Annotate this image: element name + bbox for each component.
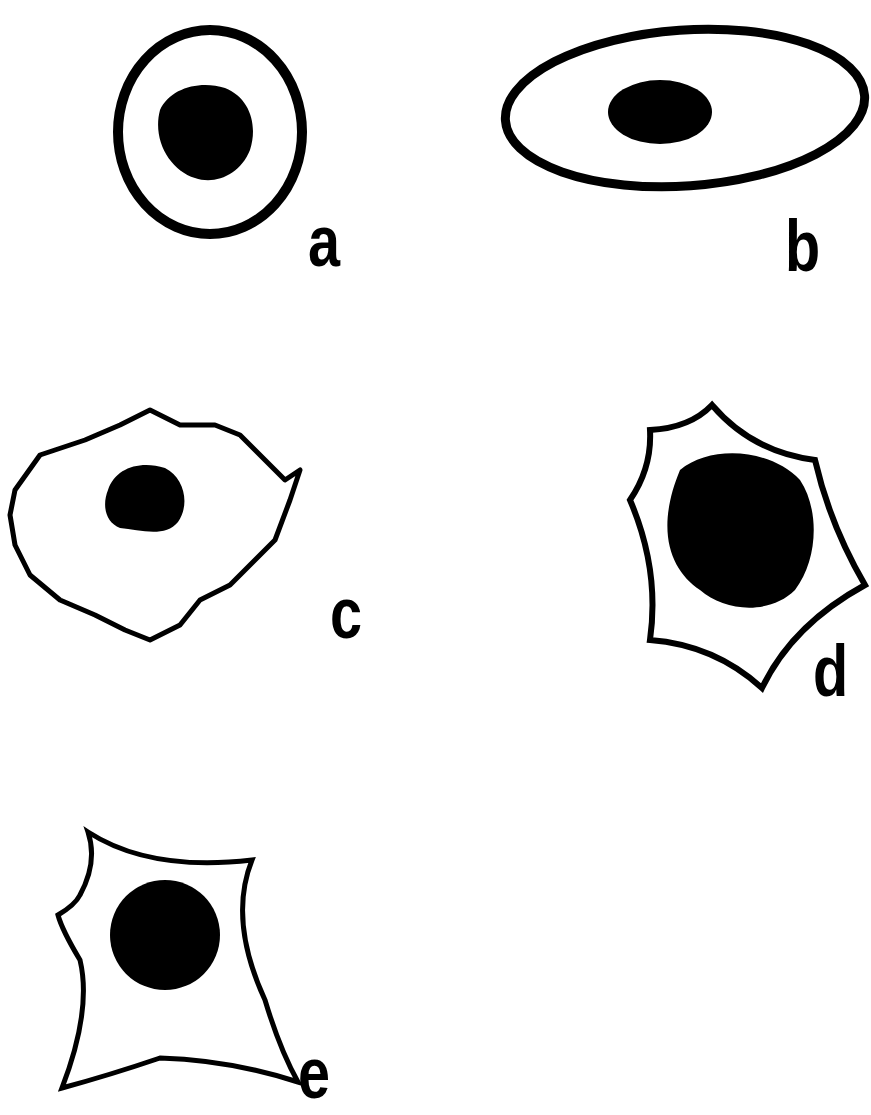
nucleus (105, 465, 184, 532)
figure-letter: b (785, 210, 820, 282)
figure-letter: e (298, 1037, 330, 1109)
round-cell (118, 30, 302, 234)
figure-letter: a (308, 205, 340, 277)
figure-letter: c (330, 577, 362, 649)
elongated-cell (500, 18, 870, 199)
star-cell (58, 832, 298, 1088)
nucleus (608, 80, 712, 144)
irregular-cell (10, 410, 300, 640)
nucleus (158, 85, 253, 180)
nucleus (110, 880, 220, 990)
figure-letter: d (813, 635, 848, 707)
nucleus (667, 453, 813, 607)
